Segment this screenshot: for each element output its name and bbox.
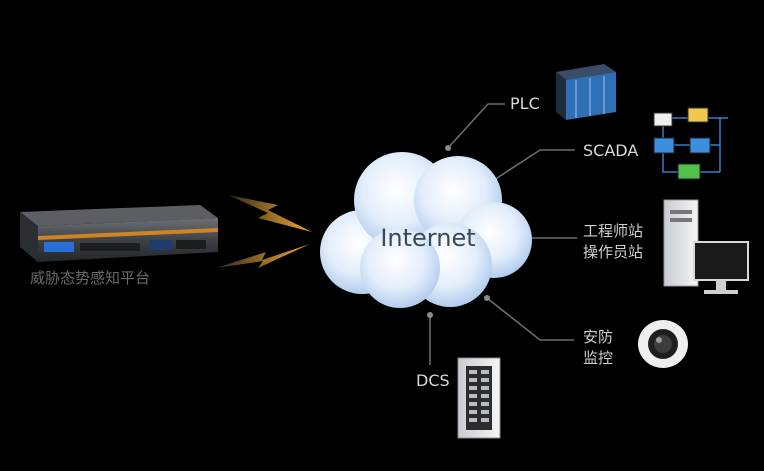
- platform-label: 威胁态势感知平台: [30, 269, 150, 287]
- workstation-node: 工程师站 操作员站: [583, 199, 749, 294]
- workstation-label-engineer: 工程师站: [583, 222, 643, 240]
- lightning-bolt-top: [228, 195, 312, 232]
- security-label-line1: 安防: [583, 328, 613, 346]
- connectors: [429, 103, 577, 365]
- scada-label: SCADA: [583, 141, 638, 160]
- internet-cloud: Internet: [320, 152, 532, 308]
- lightning-bolt-bottom: [216, 244, 310, 268]
- connector-security: [486, 297, 574, 341]
- workstation-label-operator: 操作员站: [583, 243, 643, 261]
- plc-label: PLC: [510, 94, 540, 113]
- plc-node: PLC: [510, 64, 616, 120]
- server-appliance: 威胁态势感知平台: [20, 205, 218, 287]
- connector-dot: [484, 295, 490, 301]
- connector-plc: [447, 103, 505, 149]
- workstation-icon: [663, 199, 749, 294]
- connector-dot: [427, 312, 433, 318]
- scada-node: SCADA: [583, 107, 728, 180]
- security-node: 安防 监控: [583, 320, 688, 368]
- plc-icon: [556, 64, 616, 120]
- dcs-label: DCS: [416, 371, 450, 390]
- security-label-line2: 监控: [583, 349, 613, 367]
- camera-icon: [638, 320, 688, 368]
- connector-scada: [493, 149, 575, 181]
- connector-dot: [445, 145, 451, 151]
- dcs-node: DCS: [416, 357, 501, 439]
- cloud-label: Internet: [380, 224, 475, 252]
- dcs-cabinet-icon: [457, 357, 501, 439]
- scada-icon: [653, 107, 728, 180]
